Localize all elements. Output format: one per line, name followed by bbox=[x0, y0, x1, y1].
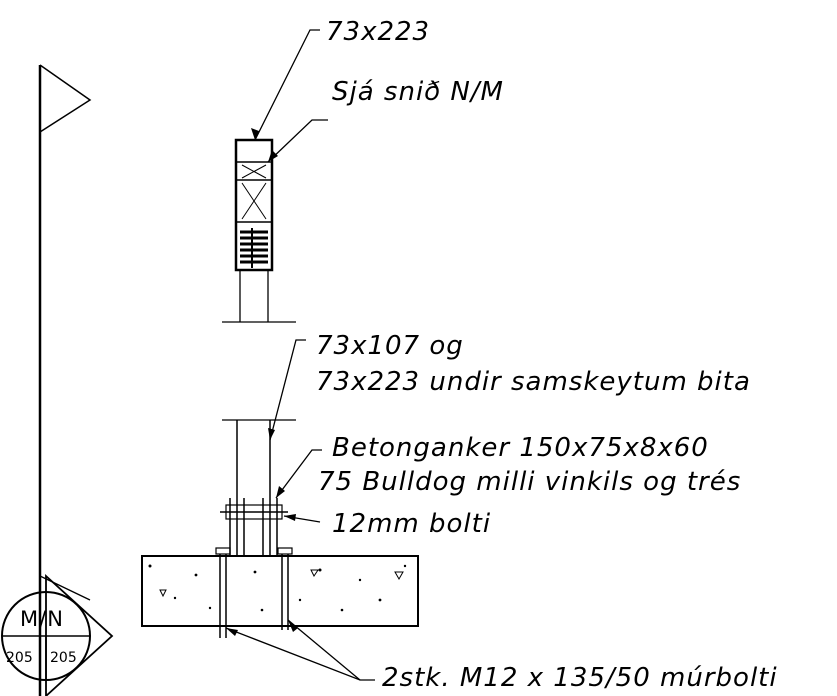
label-post-size-1: 73x107 og bbox=[316, 331, 464, 361]
leader-anchor bbox=[275, 449, 322, 499]
label-anchor-1: Betonganker 150x75x8x60 bbox=[332, 433, 709, 463]
label-masonry-bolts: 2stk. M12 x 135/50 múrbolti bbox=[382, 663, 778, 693]
leader-masonry-bolts bbox=[225, 627, 375, 681]
leader-see-section bbox=[267, 119, 328, 163]
label-post-size-2: 73x223 undir samskeytum bita bbox=[316, 367, 751, 397]
section-marker: M/N 205 205 bbox=[1, 573, 114, 696]
leader-top-size bbox=[254, 29, 320, 141]
label-top-size: 73x223 bbox=[326, 17, 430, 47]
label-anchor-2: 75 Bulldog milli vinkils og trés bbox=[318, 467, 741, 497]
section-marker-right-ref: 205 bbox=[50, 650, 77, 666]
section-marker-letters: M/N bbox=[20, 607, 64, 631]
leader-post-size bbox=[269, 339, 306, 441]
section-cut-line bbox=[38, 64, 92, 696]
lower-post-detail bbox=[141, 419, 419, 638]
section-marker-left-ref: 205 bbox=[6, 650, 33, 666]
label-bolt: 12mm bolti bbox=[332, 509, 491, 539]
label-see-section: Sjá snið N/M bbox=[332, 77, 504, 107]
upper-post-detail bbox=[222, 138, 296, 323]
